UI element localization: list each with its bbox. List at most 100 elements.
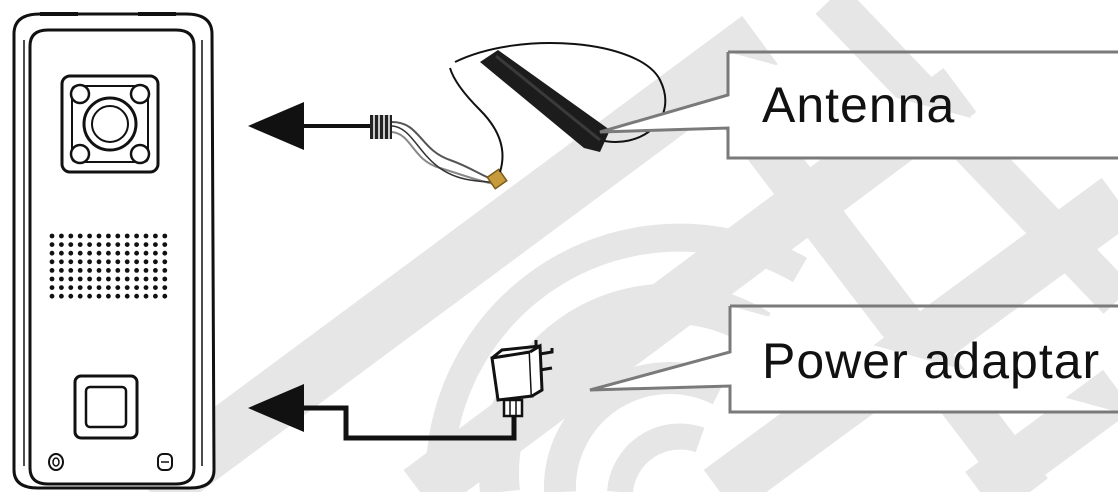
speaker-hole <box>162 242 168 248</box>
call-button <box>73 374 139 440</box>
speaker-hole <box>106 250 111 256</box>
speaker-hole <box>96 233 102 239</box>
speaker-hole <box>162 233 168 239</box>
speaker-hole <box>49 250 55 256</box>
speaker-hole <box>87 268 92 273</box>
speaker-hole <box>134 276 140 282</box>
speaker-hole <box>87 293 92 299</box>
speaker-hole <box>77 233 83 239</box>
speaker-hole <box>106 276 111 282</box>
speaker-hole <box>77 285 83 290</box>
speaker-hole <box>162 276 168 282</box>
speaker-hole <box>68 259 74 265</box>
doorbell-device <box>12 12 216 490</box>
speaker-hole <box>115 250 121 256</box>
speaker-hole <box>49 276 55 282</box>
speaker-hole <box>87 285 92 290</box>
speaker-hole <box>96 259 102 265</box>
speaker-hole <box>87 233 92 239</box>
speaker-hole <box>96 276 102 282</box>
speaker-hole <box>49 233 55 239</box>
speaker-hole <box>162 250 168 256</box>
speaker-hole <box>124 293 130 299</box>
speaker-hole <box>96 242 102 248</box>
speaker-hole <box>77 268 83 273</box>
speaker-hole <box>87 250 92 256</box>
speaker-hole <box>87 276 92 282</box>
speaker-hole <box>115 242 121 248</box>
speaker-hole <box>59 233 64 239</box>
speaker-hole <box>59 268 64 273</box>
speaker-hole <box>59 242 64 248</box>
speaker-hole <box>124 250 130 256</box>
speaker-hole <box>77 259 83 265</box>
speaker-hole <box>162 293 168 299</box>
speaker-hole <box>134 259 140 265</box>
speaker-hole <box>77 242 83 248</box>
speaker-hole <box>49 242 55 248</box>
speaker-hole <box>134 233 140 239</box>
antenna-callout <box>599 50 1118 160</box>
speaker-hole <box>115 259 121 265</box>
speaker-hole <box>153 242 158 248</box>
speaker-hole <box>124 259 130 265</box>
speaker-hole <box>96 250 102 256</box>
antenna-label: Antenna <box>762 77 956 133</box>
power-adapter-label: Power adaptar <box>762 333 1101 389</box>
speaker-hole <box>134 293 140 299</box>
speaker-hole <box>162 259 168 265</box>
speaker-hole <box>87 242 92 248</box>
speaker-hole <box>124 285 130 290</box>
speaker-hole <box>134 250 140 256</box>
speaker-hole <box>153 285 158 290</box>
speaker-hole <box>106 233 111 239</box>
speaker-hole <box>68 268 74 273</box>
speaker-hole <box>106 268 111 273</box>
speaker-hole <box>124 233 130 239</box>
camera-module <box>60 74 160 174</box>
speaker-hole <box>59 276 64 282</box>
speaker-hole <box>115 276 121 282</box>
speaker-hole <box>106 242 111 248</box>
speaker-hole <box>68 293 74 299</box>
screw-left <box>48 453 64 471</box>
speaker-hole <box>143 293 149 299</box>
speaker-hole <box>49 285 55 290</box>
speaker-grille <box>49 233 168 299</box>
speaker-hole <box>49 268 55 273</box>
speaker-hole <box>68 285 74 290</box>
speaker-hole <box>143 285 149 290</box>
speaker-hole <box>143 242 149 248</box>
power-adapter-icon <box>490 340 554 418</box>
speaker-hole <box>134 285 140 290</box>
speaker-hole <box>115 268 121 273</box>
speaker-hole <box>68 233 74 239</box>
speaker-hole <box>115 233 121 239</box>
speaker-hole <box>59 250 64 256</box>
speaker-hole <box>153 293 158 299</box>
speaker-hole <box>143 233 149 239</box>
speaker-hole <box>77 276 83 282</box>
speaker-hole <box>96 268 102 273</box>
screw-right <box>157 453 173 471</box>
speaker-hole <box>134 242 140 248</box>
speaker-hole <box>143 250 149 256</box>
speaker-hole <box>153 233 158 239</box>
speaker-hole <box>153 268 158 273</box>
speaker-hole <box>153 259 158 265</box>
speaker-hole <box>68 242 74 248</box>
speaker-hole <box>96 285 102 290</box>
speaker-hole <box>143 259 149 265</box>
speaker-hole <box>143 276 149 282</box>
speaker-hole <box>124 242 130 248</box>
speaker-hole <box>59 285 64 290</box>
speaker-hole <box>153 276 158 282</box>
speaker-hole <box>162 285 168 290</box>
speaker-hole <box>134 268 140 273</box>
speaker-hole <box>124 268 130 273</box>
speaker-hole <box>77 293 83 299</box>
speaker-hole <box>49 293 55 299</box>
speaker-hole <box>59 259 64 265</box>
power-arrow <box>248 384 517 441</box>
